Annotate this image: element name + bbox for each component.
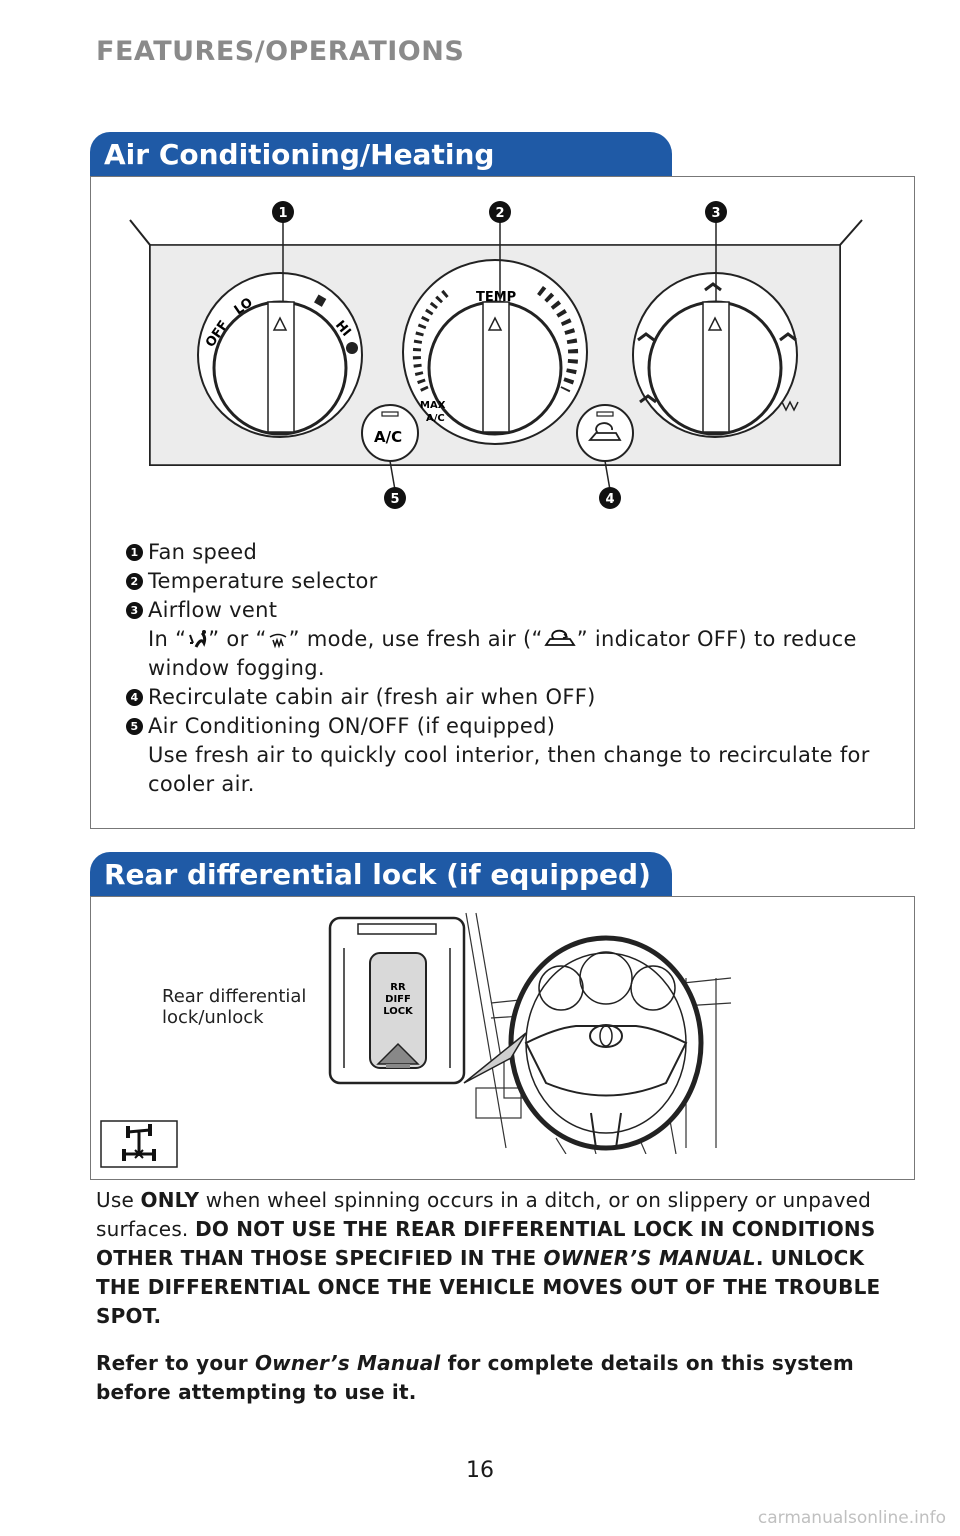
p1-warning: DO NOT USE THE REAR DIFFERENTIAL LOCK IN… (96, 1217, 876, 1270)
legend-text-2: Temperature selector (148, 569, 378, 593)
floor-defrost-icon (189, 630, 207, 648)
legend-text-1: Fan speed (148, 540, 258, 564)
p1-owners-manual: OWNER’S MANUAL (543, 1246, 756, 1270)
callout-2: 2 (495, 206, 504, 221)
p1-a: Use (96, 1188, 141, 1212)
airflow-vent-dial[interactable] (632, 272, 799, 438)
rdl-section-title: Rear differential lock (if equipped) (90, 852, 672, 896)
legend-num-1: 1 (126, 544, 143, 561)
legend-3-text-a: In “ (148, 627, 187, 651)
callout-3: 3 (711, 206, 720, 221)
page-number: 16 (466, 1458, 494, 1483)
rdl-callout-line-2: lock/unlock (162, 1007, 264, 1028)
rr-diff-lock-switch[interactable]: RR DIFF LOCK (328, 916, 466, 1085)
temperature-dial[interactable]: TEMP MAX A/C (402, 259, 588, 445)
switch-label-diff: DIFF (385, 994, 411, 1005)
p2-c: for complete details on this system befo… (96, 1351, 854, 1404)
legend-item-3: 3 Airflow vent In “ ” or “ ” mode, use fre… (126, 596, 888, 683)
rear-differential-illustration: RR DIFF LOCK (328, 912, 732, 1154)
p1-only: ONLY (140, 1188, 200, 1212)
legend-num-5: 5 (126, 718, 143, 735)
legend-num-4: 4 (126, 689, 143, 706)
rdl-callout-line-1: Rear differential (162, 986, 307, 1007)
max-label: MAX (420, 400, 446, 411)
section-header: FEATURES/OPERATIONS (96, 36, 465, 67)
callout-5: 5 (390, 492, 399, 507)
recirculate-icon (544, 629, 576, 646)
callout-1: 1 (278, 206, 287, 221)
recirculate-button[interactable] (576, 404, 634, 462)
legend-text-3: Airflow vent (148, 598, 278, 622)
p1-c: when wheel spinning occurs in a ditch, o… (96, 1188, 872, 1241)
p1-unlock: . UNLOCK THE DIFFERENTIAL ONCE THE VEHIC… (96, 1246, 881, 1328)
legend-3-text-b: ” or “ (208, 627, 267, 651)
legend-item-5: 5 Air Conditioning ON/OFF (if equipped) … (126, 712, 888, 799)
legend-item-4: 4 Recirculate cabin air (fresh air when … (126, 683, 888, 712)
ac-button[interactable]: A/C (361, 404, 419, 462)
steering-wheel (508, 935, 704, 1151)
rdl-section-box (90, 896, 915, 1180)
switch-label-rr: RR (390, 982, 406, 993)
legend-text-5-detail: Use fresh air to quickly cool interior, … (148, 743, 870, 796)
legend-text-4: Recirculate cabin air (fresh air when OF… (148, 685, 596, 709)
fan-speed-dial[interactable]: OFF LO HI (197, 272, 363, 438)
windshield-defrost-icon (269, 633, 287, 649)
ac-section-title: Air Conditioning/Heating (90, 132, 672, 176)
rdl-callout-label: Rear differential lock/unlock (162, 986, 306, 1028)
legend-num-2: 2 (126, 573, 143, 590)
p2-owners-manual: Owner’s Manual (254, 1351, 441, 1375)
legend-item-2: 2 Temperature selector (126, 567, 888, 596)
legend-text-5: Air Conditioning ON/OFF (if equipped) (148, 714, 556, 738)
legend-3-text-c: ” mode, use fresh air (“ (288, 627, 543, 651)
ac-button-label: A/C (374, 428, 402, 446)
differential-lock-icon (100, 1120, 178, 1168)
rdl-warning-paragraph: Use ONLY when wheel spinning occurs in a… (96, 1186, 896, 1331)
legend-3-text-d: ” indicator OFF) to reduce window foggin… (148, 627, 857, 680)
switch-label-lock: LOCK (383, 1006, 414, 1017)
legend-item-1: 1 Fan speed (126, 538, 888, 567)
legend-text-3-detail: In “ ” or “ ” mode, use fresh air (“” indi… (148, 625, 888, 683)
max-ac-label: A/C (426, 413, 445, 424)
temp-label: TEMP (476, 290, 516, 305)
legend-num-3: 3 (126, 602, 143, 619)
rdl-refer-paragraph: Refer to your Owner’s Manual for complet… (96, 1349, 896, 1407)
p2-a: Refer to your (96, 1351, 255, 1375)
callout-4: 4 (605, 492, 614, 507)
ac-control-panel-illustration: OFF LO HI TEMP MAX A/C A/C (129, 201, 863, 509)
watermark: carmanualsonline.info (757, 1508, 946, 1528)
